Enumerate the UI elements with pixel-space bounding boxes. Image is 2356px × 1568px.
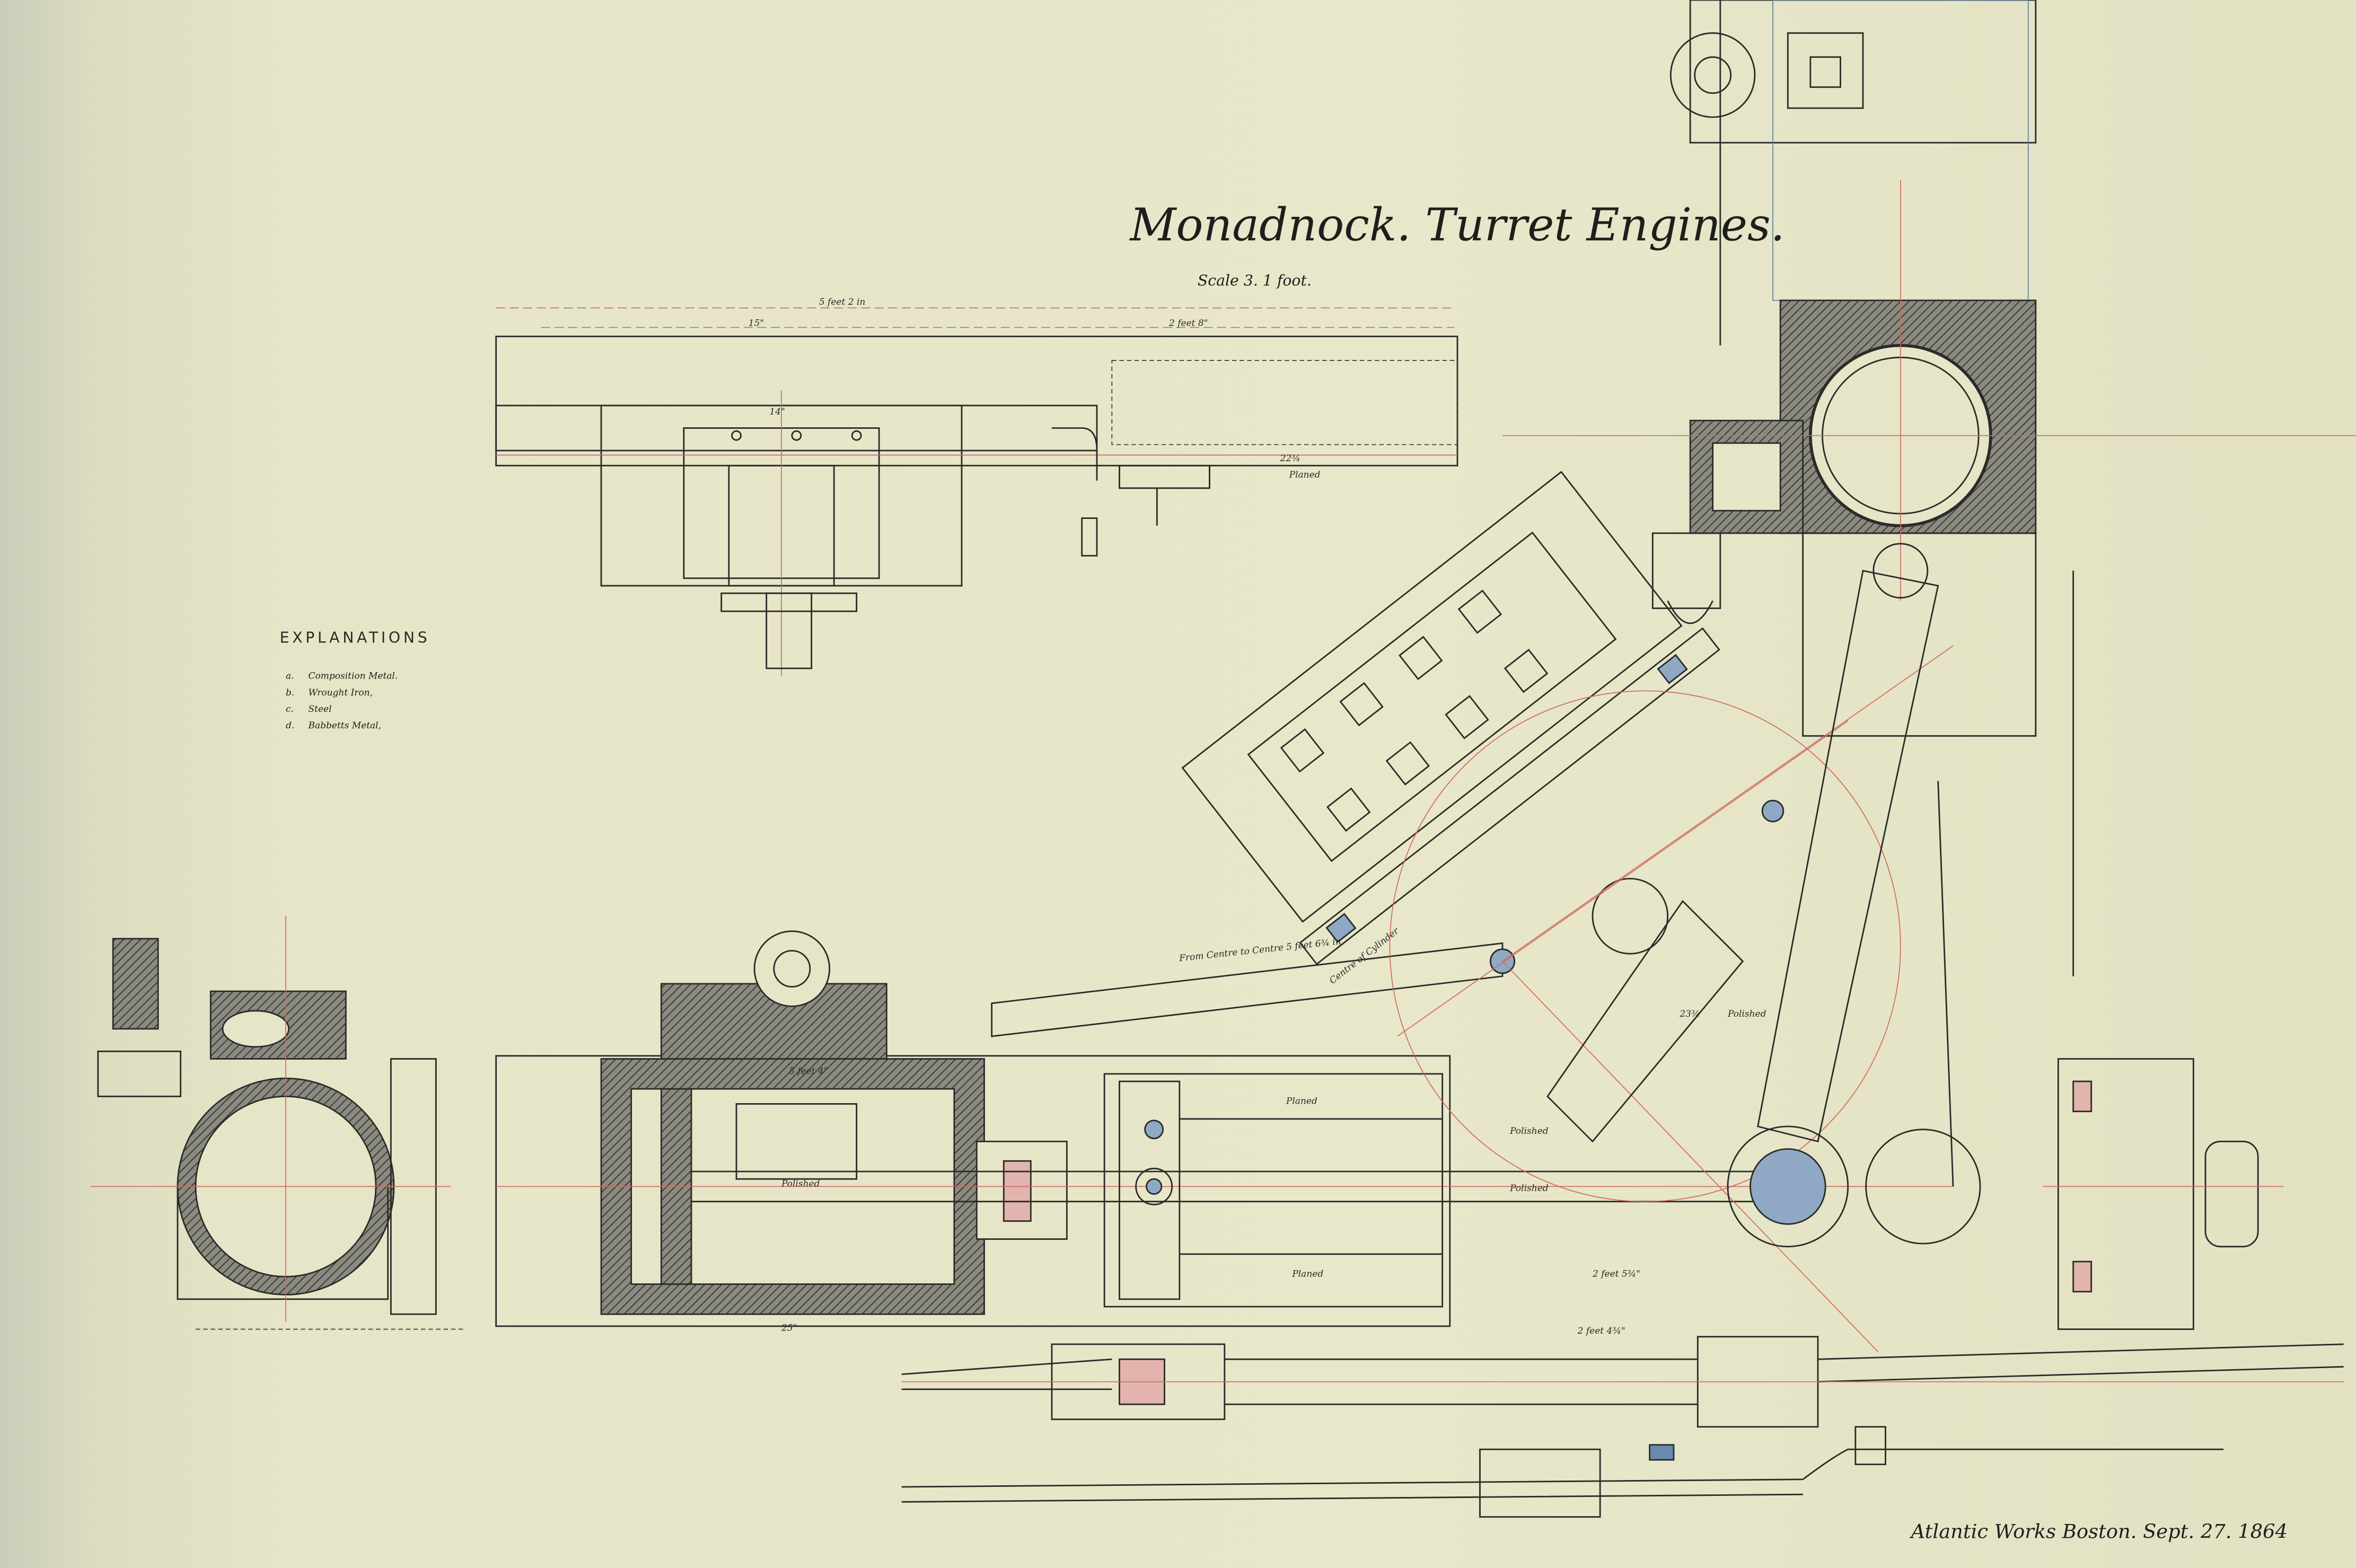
connecting-rod: From Centre to Centre 5 feet 6¾ in 23¾ P…: [991, 543, 2074, 1352]
dim-15: 15": [749, 318, 764, 329]
explanations-heading: EXPLANATIONS: [280, 629, 430, 647]
dim-5ft4: 5 feet 4": [789, 1066, 828, 1077]
legend-key-d: d.: [286, 720, 294, 731]
main-cylinder: Polished 5 feet 4" 25": [495, 930, 1953, 1333]
label-polished-link: Polished: [1727, 1009, 1766, 1019]
label-planed-top: Planed: [1289, 470, 1321, 480]
legend-key-a: a.: [286, 671, 294, 682]
signature: Atlantic Works Boston. Sept. 27. 1864: [1910, 1520, 2288, 1543]
dim-overall: 5 feet 2 in: [819, 297, 865, 307]
legend-text-a: Composition Metal.: [309, 671, 398, 682]
bearing-details: [2043, 1058, 2284, 1330]
legend-text-b: Wrought Iron,: [309, 688, 373, 698]
lower-rods: 2 feet 4¾" 2 feet 5¾": [901, 1269, 2344, 1518]
label-planed-guide-bottom: Planed: [1291, 1269, 1323, 1279]
dim-14: 14": [769, 407, 785, 417]
dim-2ft4: 2 feet 4¾": [1577, 1326, 1625, 1336]
legend-key-b: b.: [286, 688, 294, 698]
explanations-legend: EXPLANATIONS a. Composition Metal. b. Wr…: [280, 629, 430, 732]
legend-text-d: Babbetts Metal,: [308, 720, 382, 731]
label-polished-crosshead: Polished: [1509, 1126, 1549, 1137]
crosshead-guide: Planed Planed Polished Polished: [1103, 1073, 1549, 1308]
dim-23: 23¾: [1679, 1009, 1700, 1019]
label-polished-piston: Polished: [781, 1178, 820, 1189]
valve-gear-assembly: Centre of Cylinder: [1181, 471, 1720, 986]
cylinder-cross-section: [90, 916, 467, 1330]
vertical-engine-frame: [1502, 0, 2356, 737]
drawing-scale: Scale 3. 1 foot.: [1198, 271, 1312, 289]
legend-key-c: c.: [286, 704, 294, 715]
legend-text-c: Steel: [309, 704, 332, 715]
label-polished-rod: Polished: [1509, 1183, 1549, 1194]
drawing-title: Monadnock. Turret Engines.: [1129, 199, 1784, 251]
dim-2ft8: 2 feet 8": [1168, 318, 1208, 329]
label-planed-guide-top: Planed: [1286, 1096, 1317, 1107]
dim-25: 25": [781, 1323, 797, 1333]
plan-view: 5 feet 2 in 15" 2 feet 8" 14" 22¾ Planed: [495, 297, 1458, 676]
dim-22: 22¾: [1280, 453, 1300, 464]
label-connecting-rod: From Centre to Centre 5 feet 6¾ in: [1178, 936, 1341, 964]
dim-2ft5: 2 feet 5¾": [1592, 1269, 1640, 1279]
